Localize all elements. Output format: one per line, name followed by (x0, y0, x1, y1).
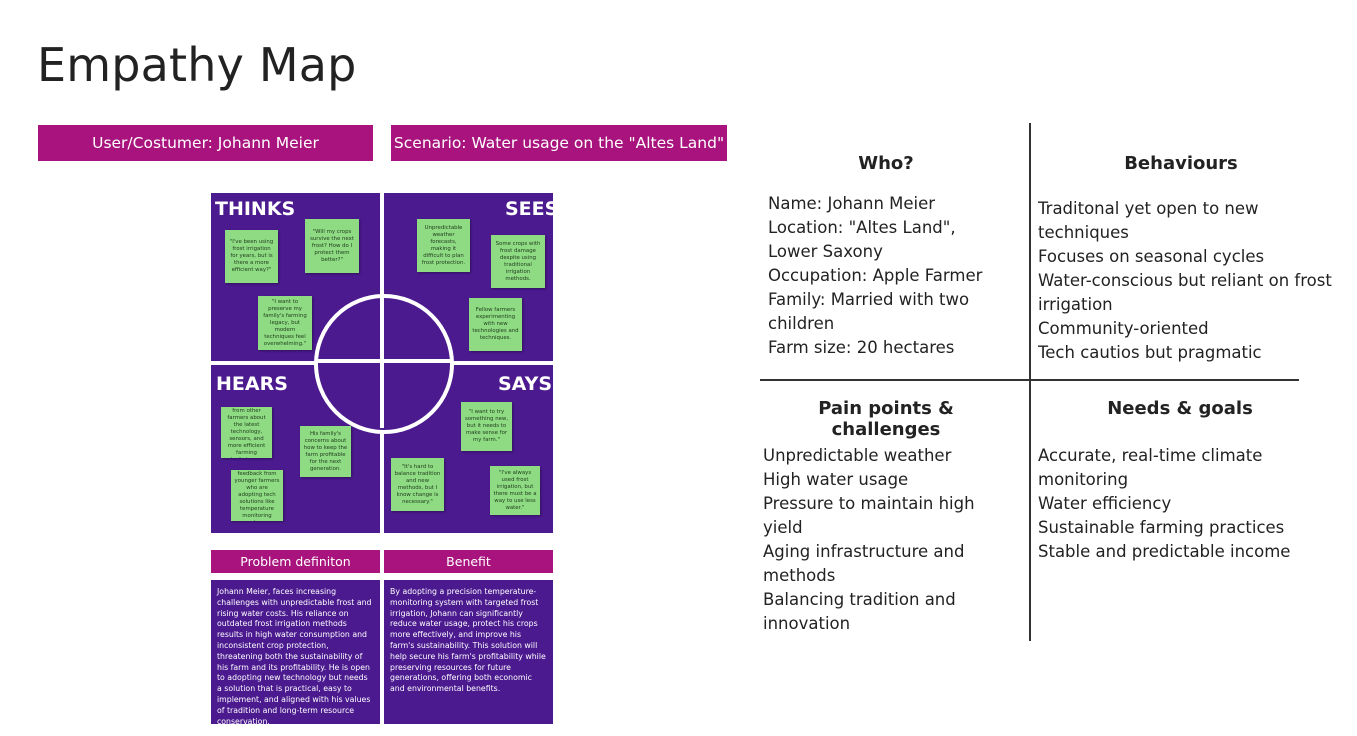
list-item: Community-oriented (1038, 319, 1209, 338)
grid-horizontal-divider (760, 379, 1299, 381)
problem-definition-text: Johann Meier, faces increasing challenge… (211, 580, 380, 724)
list-item: Accurate, real-time climate monitoring (1038, 446, 1263, 489)
pain-points-list: Unpredictable weather High water usage P… (763, 444, 1003, 636)
list-item: Occupation: Apple Farmer (768, 266, 983, 285)
thinks-label: THINKS (215, 198, 296, 220)
circle-vertical-divider (380, 296, 384, 428)
list-item: Aging infrastructure and methods (763, 542, 965, 585)
behaviours-title: Behaviours (1124, 153, 1238, 174)
list-item: Family: Married with two children (768, 290, 970, 333)
sticky-note: Some crops with frost damage despite usi… (491, 235, 545, 288)
sees-label: SEES (505, 198, 559, 220)
scenario-banner: Scenario: Water usage on the "Altes Land… (391, 125, 727, 161)
sticky-note: Positive feedback from younger farmers w… (231, 470, 283, 521)
pain-points-title: Pain points & challenges (818, 398, 954, 440)
list-item: High water usage (763, 470, 909, 489)
sticky-note: "I've always used frost irrigation, but … (490, 466, 540, 515)
sticky-note: Conversations from other farmers about t… (221, 407, 272, 458)
list-item: Stable and predictable income (1038, 542, 1291, 561)
list-item: Name: Johann Meier (768, 194, 936, 213)
problem-definition-heading: Problem definiton (211, 550, 380, 573)
list-item: Water-conscious but reliant on frost irr… (1038, 271, 1332, 314)
list-item: Sustainable farming practices (1038, 518, 1285, 537)
list-item: Focuses on seasonal cycles (1038, 247, 1265, 266)
list-item: Location: "Altes Land", Lower Saxony (768, 218, 956, 261)
who-list: Name: Johann Meier Location: "Altes Land… (768, 192, 1008, 360)
benefit-text: By adopting a precision temperature-moni… (384, 580, 553, 724)
center-circle (314, 294, 454, 434)
list-item: Tech cautios but pragmatic (1038, 343, 1262, 362)
says-label: SAYS (498, 373, 553, 395)
list-item: Farm size: 20 hectares (768, 338, 955, 357)
sticky-note: "I've been using frost irrigation for ye… (225, 230, 278, 283)
sticky-note: "Will my crops survive the next frost? H… (305, 219, 359, 273)
list-item: Balancing tradition and innovation (763, 590, 956, 633)
user-banner: User/Costumer: Johann Meier (38, 125, 373, 161)
needs-goals-title: Needs & goals (1107, 398, 1253, 419)
list-item: Pressure to maintain high yield (763, 494, 975, 537)
sticky-note: "I want to preserve my family's farming … (258, 296, 312, 350)
sticky-note: "It's hard to balance tradition and new … (391, 458, 444, 511)
benefit-heading: Benefit (384, 550, 553, 573)
list-item: Traditonal yet open to new techniques (1038, 199, 1259, 242)
grid-vertical-divider (1029, 123, 1031, 641)
sticky-note: His family's concerns about how to keep … (300, 426, 351, 477)
page-title: Empathy Map (37, 38, 357, 92)
sticky-note: Fellow farmers experimenting with new te… (469, 298, 522, 351)
list-item: Unpredictable weather (763, 446, 952, 465)
hears-label: HEARS (216, 373, 288, 395)
behaviours-list: Traditonal yet open to new techniques Fo… (1038, 197, 1350, 365)
who-title: Who? (858, 153, 914, 174)
list-item: Water efficiency (1038, 494, 1172, 513)
needs-goals-list: Accurate, real-time climate monitoring W… (1038, 444, 1323, 564)
sticky-note: "I want to try something new, but it nee… (461, 402, 512, 451)
sticky-note: Unpredictable weather forecasts, making … (417, 219, 470, 272)
